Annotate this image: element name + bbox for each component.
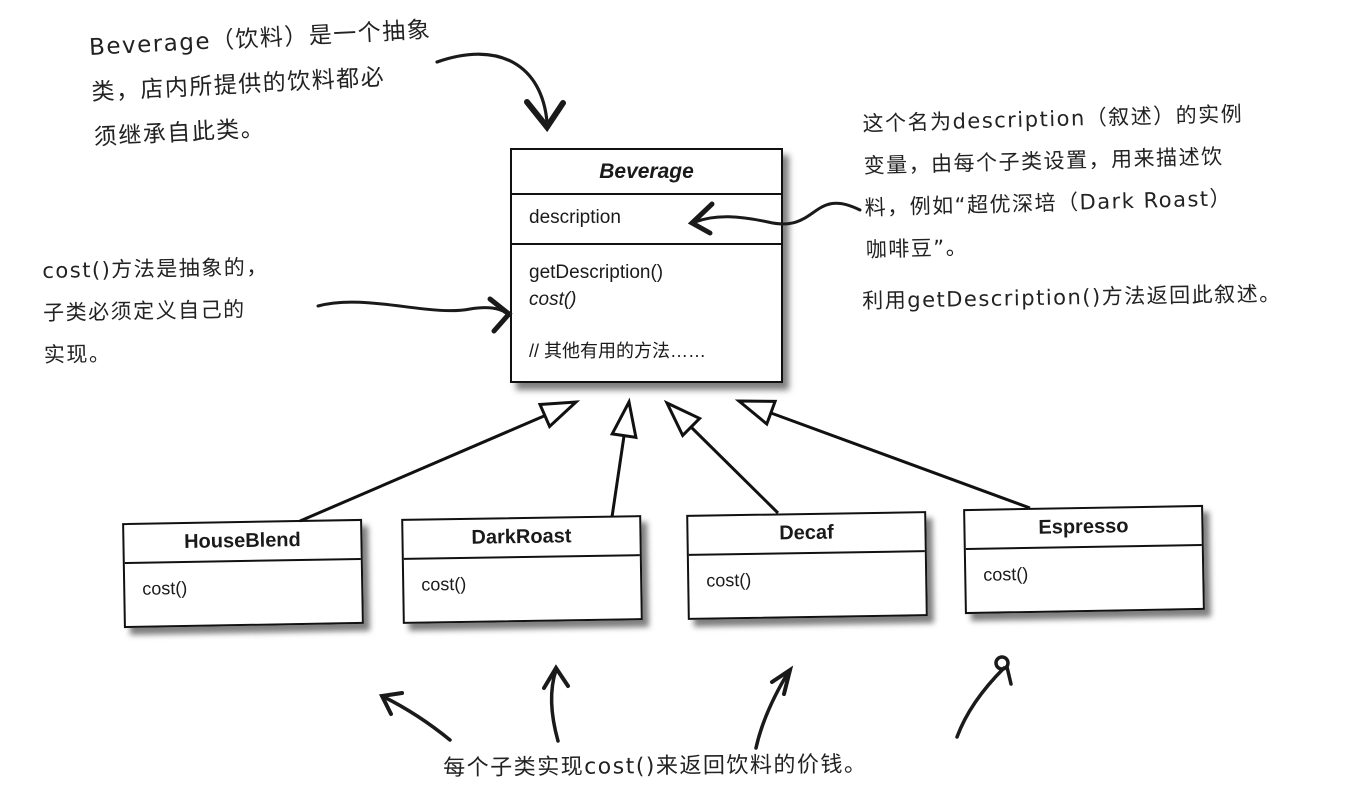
hand-arrow-cost [316,296,513,334]
espresso-method-cost: cost() [983,563,1029,585]
class-box-darkroast: DarkRoast cost() [401,515,643,624]
arrowhead-icon [770,665,794,696]
hand-arrow-bottom-decaf [754,665,794,750]
class-name-darkroast: DarkRoast [403,517,640,560]
class-name-espresso: Espresso [965,506,1202,551]
arrowhead-icon [524,99,566,133]
arrowhead-icon [487,296,513,334]
inheritance-arrow-darkroast [609,397,638,518]
inheritance-arrowhead-icon [663,399,703,438]
beverage-method-cost: cost() [529,289,577,310]
class-box-decaf: Decaf cost() [686,511,928,620]
class-name-decaf: Decaf [688,513,925,556]
arrowhead-icon [1005,665,1013,686]
class-box-beverage: Beverage description getDescription() co… [510,148,783,383]
beverage-method-getdescription: getDescription() [529,262,664,283]
hand-arrow-top [435,52,566,133]
note-getdescription: 利用getDescription()方法返回此叙述。 [862,279,1282,316]
note-line: 子类必须定义自己的 [42,297,246,325]
class-name-beverage: Beverage [512,150,781,195]
note-description-variable: 这个名为description（叙述）的实例 变量，由每个子类设置，用来描述饮 … [862,93,1247,271]
hand-arrow-bottom-houseblend [378,691,452,742]
note-cost-abstract: cost()方法是抽象的， 子类必须定义自己的 实现。 [42,246,271,376]
note-line: 实现。 [43,341,112,367]
class-box-espresso: Espresso cost() [963,504,1205,615]
arrowhead-loop-icon [994,655,1010,671]
decaf-method-cost: cost() [706,569,752,591]
note-subclass-cost: 每个子类实现cost()来返回饮料的价钱。 [443,746,868,782]
note-line: cost()方法是抽象的， [42,255,270,283]
hand-arrow-bottom-darkroast [542,664,570,743]
inheritance-arrowhead-icon [537,400,581,430]
beverage-other-methods-comment: // 其他有用的方法…… [529,341,707,361]
inheritance-arrowhead-icon [609,397,638,440]
arrowhead-icon [542,664,570,690]
note-line: 每个子类实现cost()来返回饮料的价钱。 [443,752,868,781]
inheritance-arrow-espresso [734,399,1031,510]
note-line: 利用getDescription()方法返回此叙述。 [862,281,1282,313]
darkroast-method-cost: cost() [421,573,467,595]
houseblend-method-cost: cost() [142,577,188,599]
note-beverage-abstract: Beverage（饮料）是一个抽象 类，店内所提供的饮料都必 须继承自此类。 [88,8,437,161]
beverage-attribute-description: description [512,195,781,245]
inheritance-arrow-decaf [663,399,780,515]
note-line: 咖啡豆”。 [865,235,969,262]
inheritance-arrowhead-icon [734,399,778,427]
class-name-houseblend: HouseBlend [124,520,361,565]
arrowhead-icon [378,691,404,716]
class-box-houseblend: HouseBlend cost() [122,518,364,629]
hand-arrow-bottom-espresso [955,655,1013,739]
beverage-methods-section: getDescription() cost() // 其他有用的方法…… [512,245,781,365]
inheritance-arrow-houseblend [299,400,581,523]
